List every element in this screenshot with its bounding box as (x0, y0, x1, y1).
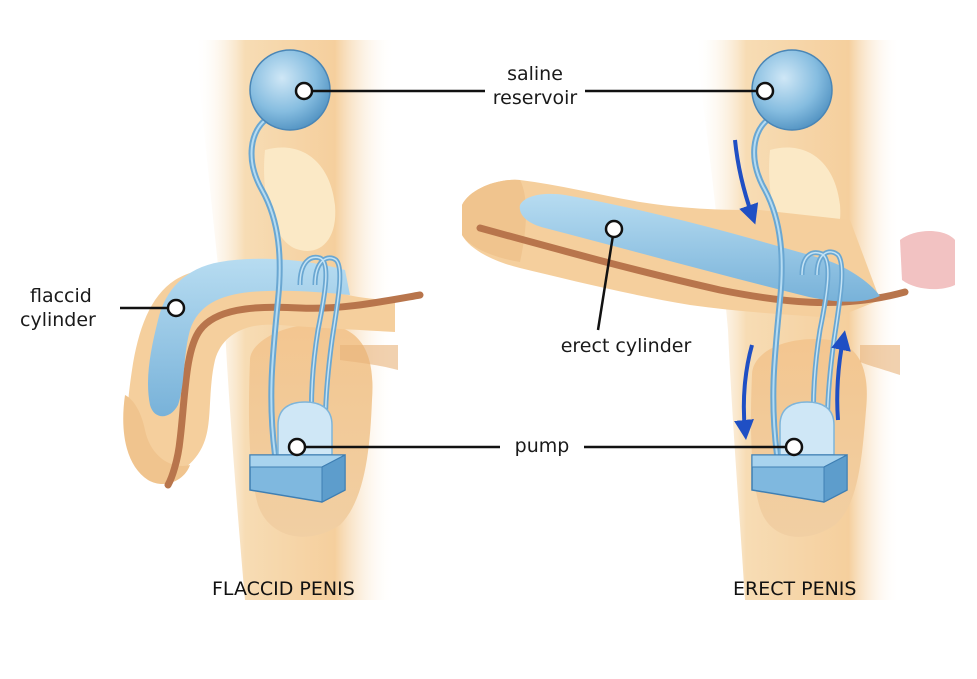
pump-label-text: pump (514, 435, 570, 457)
saline-reservoir-label: saline reservoir (485, 62, 585, 110)
flow-arrow-up (831, 330, 851, 421)
leader-dots (166, 81, 804, 457)
flaccid-urethra (164, 291, 424, 489)
flaccid-cylinder-label-line2: cylinder (20, 309, 96, 331)
erect-figure (462, 40, 955, 600)
flow-arrow-down-top (733, 139, 759, 225)
reservoir-dot-left (294, 81, 314, 101)
erect-cylinder-label: erect cylinder (546, 334, 706, 358)
leader-lines (120, 89, 794, 449)
saline-reservoir-label-line2: reservoir (492, 87, 578, 109)
pump-label: pump (502, 434, 582, 458)
pump-dot-left (287, 437, 307, 457)
erect-cylinder-label-text: erect cylinder (560, 335, 692, 357)
flaccid-caption: FLACCID PENIS (212, 578, 355, 600)
flaccid-hip-shape (264, 147, 336, 251)
flaccid-figure (123, 40, 424, 600)
erect-cylinder-dot (604, 219, 624, 239)
saline-reservoir-label-line1: saline (507, 63, 563, 85)
erect-caption: ERECT PENIS (733, 578, 857, 600)
flow-arrow-down-bottom (734, 344, 754, 440)
reservoir-dot-right (755, 81, 775, 101)
flaccid-cylinder-label: flaccid cylinder (20, 284, 120, 332)
flaccid-cylinder-shape (147, 258, 350, 417)
flaccid-cylinder-dot (166, 298, 186, 318)
pump-dot-right (784, 437, 804, 457)
flaccid-cylinder-label-line1: flaccid (30, 285, 92, 307)
